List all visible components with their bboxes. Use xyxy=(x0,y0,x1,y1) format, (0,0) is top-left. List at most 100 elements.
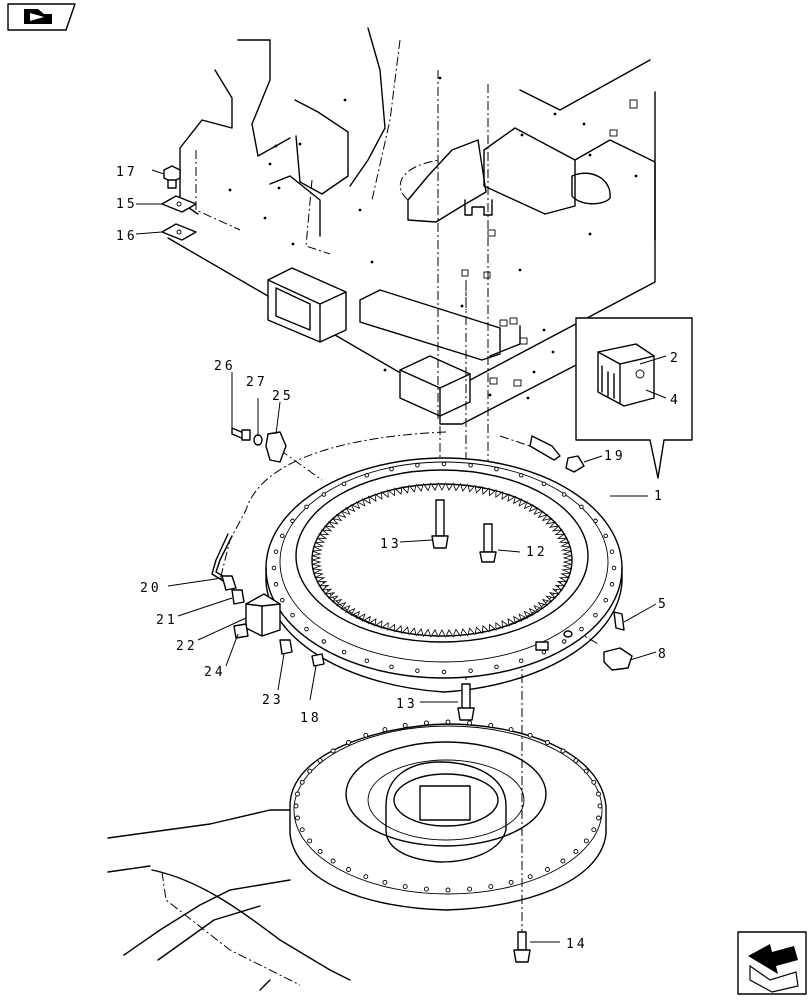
ring-bolt-hole xyxy=(561,639,567,644)
carbody-bolt-hole xyxy=(591,827,597,833)
ring-bolt-hole xyxy=(494,466,499,472)
callout-26: 26 xyxy=(214,359,236,374)
ring-bolt-hole xyxy=(603,533,608,539)
callout-27: 27 xyxy=(246,375,268,390)
ring-bolt-hole xyxy=(341,649,347,655)
callout-8: 4 xyxy=(670,393,681,408)
ring-bolt-hole xyxy=(603,597,608,603)
ring-bolt-hole xyxy=(280,597,285,603)
book-icon[interactable] xyxy=(7,3,76,31)
swing-bearing-ring xyxy=(265,457,623,693)
carbody-bolt-hole xyxy=(295,791,300,797)
carbody-bolt-hole xyxy=(591,779,597,785)
callout-14: 14 xyxy=(566,937,588,952)
ring-bolt-hole xyxy=(441,461,447,467)
callout-24: 24 xyxy=(204,665,226,680)
callout-18: 18 xyxy=(300,711,322,726)
carbody-bolt-hole xyxy=(402,722,408,728)
carbody-bolt-hole xyxy=(423,720,429,726)
ring-bolt-hole xyxy=(518,473,524,478)
ring-bolt-hole xyxy=(290,612,295,618)
ring-bolt-hole xyxy=(273,549,279,554)
ring-bolt-hole xyxy=(271,565,277,571)
callout-22: 22 xyxy=(176,639,198,654)
callout-25: 25 xyxy=(272,389,294,404)
ring-bolt-hole xyxy=(415,668,420,673)
carbody-bolt-hole xyxy=(317,758,323,764)
callout-20: 20 xyxy=(140,581,162,596)
carbody-bolt-hole xyxy=(467,720,473,726)
carbody-bolt-hole xyxy=(307,768,313,774)
ring-bolt-hole xyxy=(389,466,394,472)
carbody-bolt-hole xyxy=(346,867,351,872)
carbody-bolt-hole xyxy=(560,858,566,864)
carbody-bolt-hole xyxy=(295,815,300,821)
carbody-bolt-hole xyxy=(508,879,514,885)
carbody-bolt-hole xyxy=(330,858,336,864)
callout-23: 23 xyxy=(262,693,284,708)
carbody-bolt-hole xyxy=(596,791,601,797)
ring-bolt-hole xyxy=(494,664,499,670)
ring-bolt-hole xyxy=(364,658,370,663)
carbody-bolt-hole xyxy=(527,732,533,738)
upper-frame xyxy=(167,27,656,425)
lower-carbody xyxy=(107,719,607,991)
carbody-bolt-hole xyxy=(597,803,603,809)
carbody-bolt-hole xyxy=(488,884,494,890)
carbody-bolt-hole xyxy=(402,884,408,890)
carbody-bolt-hole xyxy=(583,838,589,844)
ring-bolt-hole xyxy=(518,658,524,663)
ring-bolt-hole xyxy=(593,612,598,618)
ring-bolt-hole xyxy=(341,481,347,487)
carbody-bolt-hole xyxy=(307,838,313,844)
arrow-icon[interactable] xyxy=(737,931,807,995)
carbody-bolt-hole xyxy=(527,874,533,880)
callout-4: 5 xyxy=(658,597,669,612)
callout-5: 8 xyxy=(658,647,669,662)
callout-1: 1 xyxy=(654,489,665,504)
callout-13-upper: 13 xyxy=(380,537,402,552)
ring-gear-teeth xyxy=(311,482,573,638)
detail-inset xyxy=(575,317,693,479)
ring-bolt-hole xyxy=(611,565,617,571)
ring-bolt-hole xyxy=(389,664,394,670)
callout-12: 12 xyxy=(526,545,548,560)
callout-21: 21 xyxy=(156,613,178,628)
ring-bolt-hole xyxy=(280,533,285,539)
callout-15: 15 xyxy=(116,197,138,212)
ring-bolt-hole xyxy=(561,492,567,497)
ring-bolt-hole xyxy=(321,639,327,644)
ring-bolt-hole xyxy=(579,504,584,510)
ring-bolt-hole xyxy=(468,463,473,468)
carbody-bolt-hole xyxy=(573,758,579,764)
bolts-and-fittings xyxy=(161,165,633,963)
ring-bolt-hole xyxy=(541,481,547,487)
callout-13-lower: 13 xyxy=(396,697,418,712)
ring-bolt-hole xyxy=(304,504,309,510)
carbody-bolt-hole xyxy=(382,727,388,733)
carbody-bolt-hole xyxy=(317,848,323,854)
carbody-bolt-hole xyxy=(467,886,473,892)
carbody-bolt-hole xyxy=(363,732,369,738)
carbody-bolt-hole xyxy=(545,867,550,872)
ring-bolt-hole xyxy=(273,582,279,587)
ring-bolt-hole xyxy=(321,492,327,497)
callout-19: 19 xyxy=(604,449,626,464)
ring-bolt-hole xyxy=(364,473,370,478)
carbody-bolt-hole xyxy=(583,768,589,774)
callout-16: 16 xyxy=(116,229,138,244)
carbody-bolt-hole xyxy=(363,874,369,880)
carbody-bolt-hole xyxy=(346,740,351,745)
ring-bolt-hole xyxy=(441,669,447,675)
leader-lines xyxy=(135,169,667,943)
carbody-bolt-hole xyxy=(596,815,601,821)
carbody-bolt-hole xyxy=(330,748,336,754)
ring-bolt-hole xyxy=(415,463,420,468)
carbody-bolt-hole xyxy=(423,886,429,892)
carbody-bolt-hole xyxy=(508,727,514,733)
carbody-bolt-hole xyxy=(299,827,305,833)
carbody-bolt-hole xyxy=(445,887,451,893)
carbody-bolt-hole xyxy=(445,719,451,725)
ring-bolt-hole xyxy=(609,582,615,587)
